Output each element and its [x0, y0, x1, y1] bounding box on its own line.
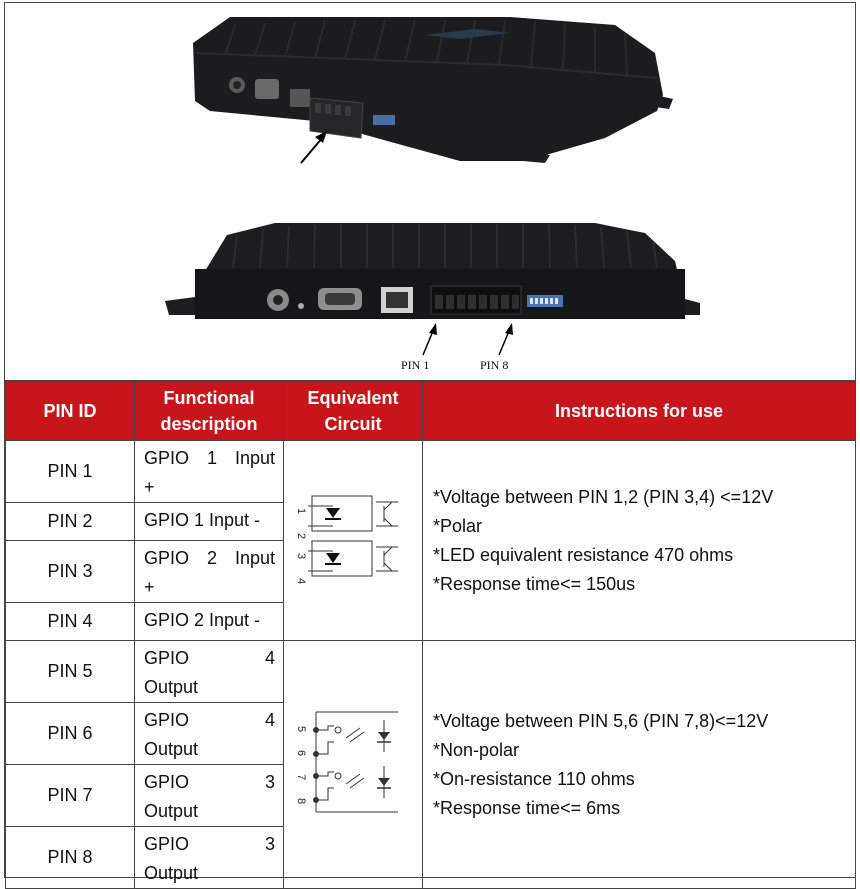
output-circuit-cell: 5 6 7 8	[283, 640, 423, 889]
svg-text:3: 3	[295, 553, 307, 559]
function-cell: GPIO 3 Output	[134, 764, 284, 827]
table-row: PIN 1 GPIO 1 Input + 1 2 3	[5, 440, 856, 641]
table-row: PIN 2 GPIO 1 Input -	[5, 502, 856, 541]
header-equivalent-circuit: Equivalent Circuit	[283, 381, 423, 441]
table-header-row: PIN ID Functional description Equivalent…	[5, 381, 856, 441]
svg-text:4: 4	[295, 578, 307, 584]
header-pin-id: PIN ID	[5, 381, 135, 441]
header-functional-description: Functional description	[134, 381, 284, 441]
function-cell: GPIO 1 Input +	[134, 440, 284, 503]
reader-device-illustration: PIN 1 PIN 8	[165, 17, 700, 372]
input-instructions-cell: *Voltage between PIN 1,2 (PIN 3,4) <=12V…	[422, 440, 856, 641]
function-cell: GPIO 1 Input -	[134, 502, 284, 541]
pin-id-cell: PIN 6	[5, 702, 135, 765]
input-circuit-cell: 1 2 3 4	[283, 440, 423, 641]
product-photos: PIN 1 PIN 8	[5, 3, 855, 381]
function-cell: GPIO 2 Input +	[134, 540, 284, 603]
pin-id-cell: PIN 1	[5, 440, 135, 503]
table-row: PIN 7 GPIO 3 Output	[5, 764, 856, 827]
document-frame: PIN 1 PIN 8 PIN ID Functional descriptio…	[4, 2, 856, 889]
pin-id-cell: PIN 7	[5, 764, 135, 827]
pin-id-cell: PIN 8	[5, 826, 135, 889]
optocoupler-input-circuit-diagram: 1 2 3 4	[295, 495, 398, 584]
pin-id-cell: PIN 2	[5, 502, 135, 541]
table-row: PIN 8 GPIO 3 Output	[5, 826, 856, 889]
output-instructions-cell: *Voltage between PIN 5,6 (PIN 7,8)<=12V …	[422, 640, 856, 889]
table-row: PIN 6 GPIO 4 Output	[5, 702, 856, 765]
svg-text:7: 7	[295, 774, 307, 780]
svg-text:6: 6	[295, 750, 307, 756]
svg-text:8: 8	[295, 798, 307, 804]
pin-id-cell: PIN 5	[5, 640, 135, 703]
table-row: PIN 5 GPIO 4 Output 5 6 7 8	[5, 640, 856, 889]
svg-text:2: 2	[295, 533, 307, 539]
pin-id-cell: PIN 3	[5, 540, 135, 603]
table-row: PIN 3 GPIO 2 Input +	[5, 540, 856, 603]
header-instructions: Instructions for use	[422, 381, 856, 441]
svg-text:1: 1	[295, 508, 307, 514]
function-cell: GPIO 2 Input -	[134, 602, 284, 641]
svg-text:5: 5	[295, 726, 307, 732]
pin1-label: PIN 1	[401, 358, 429, 372]
function-cell: GPIO 3 Output	[134, 826, 284, 889]
table-row: PIN 4 GPIO 2 Input -	[5, 602, 856, 641]
pin-table: PIN ID Functional description Equivalent…	[5, 381, 856, 889]
device-front-view	[165, 223, 700, 319]
pin8-label: PIN 8	[480, 358, 508, 372]
function-cell: GPIO 4 Output	[134, 702, 284, 765]
pin8-arrow	[498, 323, 513, 356]
pin-id-cell: PIN 4	[5, 602, 135, 641]
function-cell: GPIO 4 Output	[134, 640, 284, 703]
photomos-output-circuit-diagram: 5 6 7 8	[295, 711, 398, 813]
device-top-view	[193, 17, 673, 163]
pin1-arrow	[422, 323, 437, 356]
pointer-arrow-top	[300, 131, 327, 164]
